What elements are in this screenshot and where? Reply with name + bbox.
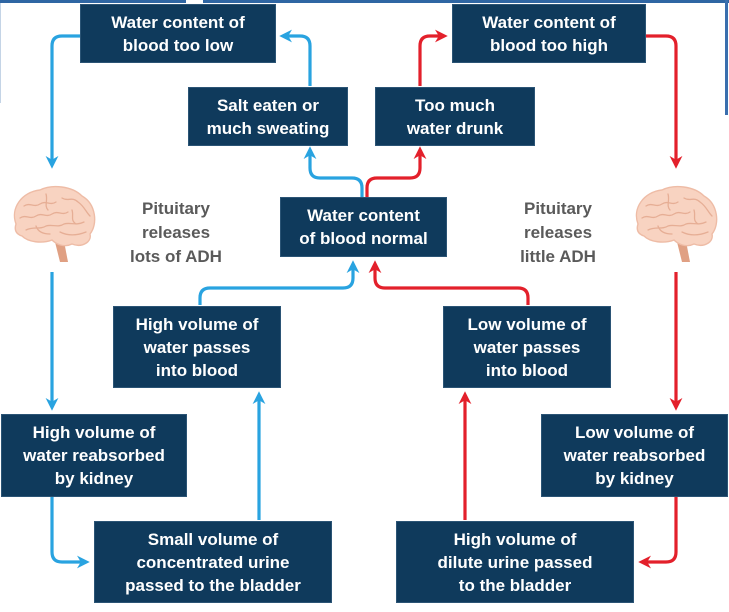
box-too-high-text: Water content of blood too high (482, 12, 616, 55)
frame-left-border (0, 3, 1, 103)
frame-top-border (0, 0, 729, 3)
box-too-low-text: Water content of blood too low (111, 12, 245, 55)
arrow-normal-to-salt (303, 146, 364, 197)
frame-right-border (725, 0, 728, 115)
arrow-high-blood-to-normal (198, 260, 360, 305)
box-high-reabsorb: High volume of water reabsorbed by kidne… (1, 414, 187, 497)
box-salt-sweating-text: Salt eaten or much sweating (206, 95, 330, 138)
box-small-urine: Small volume of concentrated urine passe… (94, 521, 332, 603)
box-salt-sweating: Salt eaten or much sweating (188, 87, 348, 146)
arrow-kidney-to-dilute-urine (638, 496, 678, 569)
arrow-kidney-to-small-urine (50, 496, 90, 569)
box-water-drunk-text: Too much water drunk (406, 95, 504, 138)
arrow-normal-to-water-drunk (365, 146, 427, 197)
box-dilute-urine-text: High volume of dilute urine passed to th… (437, 529, 593, 595)
arrow-water-drunk-to-too-high (418, 29, 448, 86)
box-low-reabsorb: Low volume of water reabsorbed by kidney (541, 414, 728, 497)
box-too-high: Water content of blood too high (452, 4, 646, 63)
box-normal: Water content of blood normal (280, 197, 447, 257)
box-low-reabsorb-text: Low volume of water reabsorbed by kidney (563, 423, 706, 488)
pituitary-label-lots: Pituitary releases lots of ADH (130, 199, 222, 266)
box-water-drunk: Too much water drunk (375, 87, 535, 146)
box-high-reabsorb-text: High volume of water reabsorbed by kidne… (23, 423, 165, 488)
arrow-too-high-to-brain (645, 34, 683, 169)
box-high-blood-text: High volume of water passes into blood (135, 314, 259, 380)
pituitary-label-little: Pituitary releases little ADH (520, 199, 596, 266)
box-high-blood: High volume of water passes into blood (113, 306, 281, 388)
arrow-low-blood-to-normal (368, 260, 530, 305)
brain-icon (13, 185, 96, 262)
box-low-blood-text: Low volume of water passes into blood (467, 314, 587, 380)
box-too-low: Water content of blood too low (80, 4, 276, 63)
frame-gap (186, 0, 203, 3)
box-small-urine-text: Small volume of concentrated urine passe… (125, 529, 301, 595)
box-normal-text: Water content of blood normal (299, 206, 428, 248)
box-low-blood: Low volume of water passes into blood (443, 306, 611, 388)
box-dilute-urine: High volume of dilute urine passed to th… (396, 521, 634, 603)
brain-icon (635, 185, 718, 262)
arrow-salt-to-too-low (279, 29, 312, 86)
arrow-too-low-to-brain (45, 34, 80, 169)
